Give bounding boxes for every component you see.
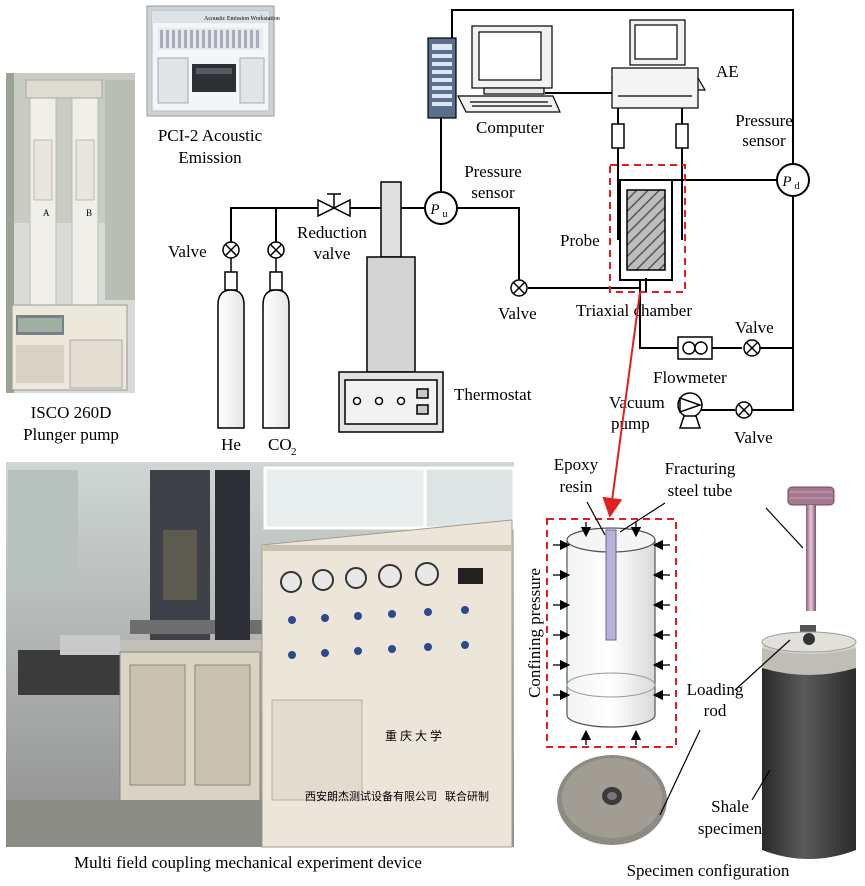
pd-symbol: P bbox=[781, 174, 791, 190]
valve-flow-label: Valve bbox=[735, 318, 774, 337]
isco-label-line1: ISCO 260D bbox=[31, 403, 112, 422]
shale-label-1: Shale bbox=[711, 797, 749, 816]
loading-rod-label-2: rod bbox=[704, 701, 727, 720]
valve-vac-label: Valve bbox=[734, 428, 773, 447]
thermostat-label: Thermostat bbox=[454, 385, 532, 404]
valve-co2-icon bbox=[267, 241, 285, 259]
lab-photo: 重 庆 大 学 西安朗杰测试设备有限公司 联合研制 bbox=[6, 462, 516, 848]
specimen-dashed-box bbox=[546, 518, 677, 748]
pd-gauge-icon: P d bbox=[776, 163, 810, 197]
valve-vac-icon bbox=[735, 401, 753, 419]
ae-computer-icon bbox=[610, 19, 707, 109]
reduction-valve-label-2: valve bbox=[314, 244, 351, 263]
caption-right: Specimen configuration bbox=[627, 861, 790, 880]
co2-bottle-icon bbox=[262, 258, 290, 429]
loading-rod-label-1: Loading bbox=[687, 680, 744, 699]
epoxy-label-1: Epoxy bbox=[554, 455, 599, 474]
co2-label: CO bbox=[268, 435, 292, 454]
pci2-vents bbox=[158, 28, 263, 50]
aew-header-text: Acoustic Emission Workstation bbox=[204, 16, 280, 22]
triaxial-chamber-label: Triaxial chamber bbox=[576, 301, 692, 320]
he-label: He bbox=[221, 435, 241, 454]
flowmeter-label: Flowmeter bbox=[653, 368, 727, 387]
shale-leader bbox=[751, 769, 771, 801]
he-bottle-icon bbox=[217, 258, 245, 429]
plunger-column-icon bbox=[366, 181, 416, 373]
pci2-label-line2: Emission bbox=[178, 148, 242, 167]
pump-a-mark: A bbox=[43, 208, 50, 218]
steel-tube-photo bbox=[787, 486, 835, 611]
ae-label: AE bbox=[716, 62, 739, 81]
thermostat-icon bbox=[338, 371, 444, 433]
flowmeter-icon bbox=[677, 336, 713, 360]
pressure-sensor-right-label-1: Pressure bbox=[735, 111, 793, 130]
tube-leader bbox=[765, 507, 804, 549]
fracturing-label-2: steel tube bbox=[668, 481, 733, 500]
pressure-sensor-left-label-1: Pressure bbox=[464, 162, 522, 181]
probe-sensor-left bbox=[611, 123, 625, 149]
reduction-valve-icon bbox=[317, 193, 351, 218]
valve-flow-icon bbox=[743, 339, 761, 357]
shale-specimen-photo bbox=[761, 625, 857, 859]
pd-subscript: d bbox=[795, 181, 800, 192]
probe-label: Probe bbox=[560, 231, 600, 250]
base-leader bbox=[659, 729, 701, 816]
valve-mid-label: Valve bbox=[498, 304, 537, 323]
pump-b-mark: B bbox=[86, 208, 92, 218]
reduction-valve-label-1: Reduction bbox=[297, 223, 367, 242]
computer-monitor-icon bbox=[457, 25, 561, 113]
computer-label: Computer bbox=[476, 118, 544, 137]
valve-mid-icon bbox=[510, 279, 528, 297]
triaxial-chamber-icon bbox=[609, 164, 686, 293]
pressure-sensor-right-label-2: sensor bbox=[742, 131, 786, 150]
epoxy-label-2: resin bbox=[559, 477, 593, 496]
valve-he-icon bbox=[222, 241, 240, 259]
cabinet-text-2: 西安朗杰测试设备有限公司 bbox=[305, 789, 437, 803]
cabinet-text-1: 重 庆 大 学 bbox=[385, 728, 442, 743]
confining-pressure-label: Confining pressure bbox=[525, 568, 544, 698]
pci2-photo: Acoustic Emission Workstation bbox=[146, 5, 280, 117]
pu-subscript: u bbox=[443, 209, 448, 220]
valve-left-label: Valve bbox=[168, 242, 207, 261]
shale-label-2: specimen bbox=[698, 819, 763, 838]
loading-rod-leader bbox=[734, 639, 791, 691]
caption-left: Multi field coupling mechanical experime… bbox=[74, 853, 422, 872]
zoom-arrow bbox=[602, 291, 641, 518]
pressure-sensor-left-label-2: sensor bbox=[471, 183, 515, 202]
vacuum-pump-icon bbox=[677, 392, 703, 429]
schematic-pipes bbox=[230, 9, 794, 411]
vacuum-pump-label-2: pump bbox=[611, 414, 650, 433]
fracturing-label-1: Fracturing bbox=[665, 459, 736, 478]
pu-symbol: P bbox=[429, 202, 439, 218]
vacuum-pump-label-1: Vacuum bbox=[609, 393, 665, 412]
computer-tower-icon bbox=[427, 37, 457, 119]
isco-label-line2: Plunger pump bbox=[23, 425, 119, 444]
pci2-label-line1: PCI-2 Acoustic bbox=[158, 126, 263, 145]
cabinet-text-3: 联合研制 bbox=[445, 789, 489, 803]
pu-gauge-icon: P u bbox=[424, 191, 458, 225]
specimen-diagram bbox=[546, 501, 677, 748]
triaxial-dashed-box bbox=[609, 164, 686, 293]
specimen-base-photo bbox=[557, 755, 667, 845]
co2-subscript: 2 bbox=[291, 446, 297, 458]
isco-pump-photo: A B bbox=[6, 73, 135, 393]
probe-sensor-right bbox=[675, 123, 689, 149]
